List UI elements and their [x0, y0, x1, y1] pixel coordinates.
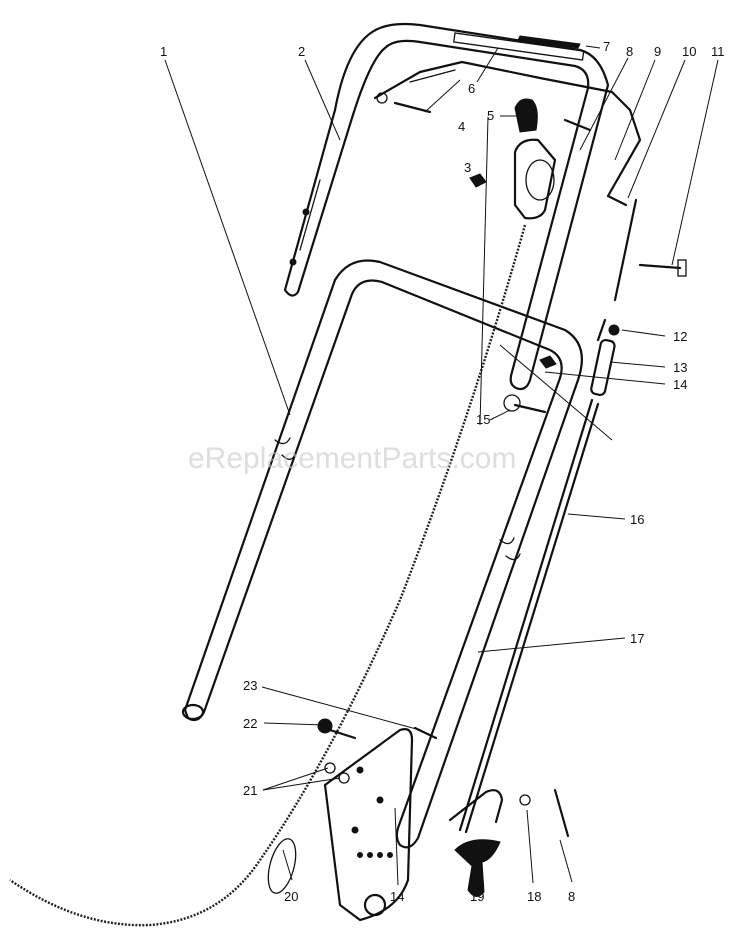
callout-23: 23: [243, 678, 257, 693]
callout-1: 1: [160, 44, 167, 59]
leader-lines: [164, 45, 719, 886]
callout-21: 21: [243, 783, 257, 798]
lower-handle: [181, 259, 583, 849]
callout-14-bottom: 14: [390, 889, 404, 904]
callout-labels: 1 2 3 4 5 6 7 8 9 10 11 12 13 14 15 16 1…: [160, 39, 725, 904]
callout-13: 13: [673, 360, 687, 375]
callout-14-top: 14: [673, 377, 687, 392]
callout-8-top: 8: [626, 44, 633, 59]
callout-22: 22: [243, 716, 257, 731]
callout-4: 4: [458, 119, 465, 134]
pivot-bracket: [448, 789, 531, 897]
callout-9: 9: [654, 44, 661, 59]
callout-11: 11: [711, 44, 725, 59]
bracket-plate: [323, 728, 414, 922]
callout-8-bottom: 8: [568, 889, 575, 904]
callout-12: 12: [673, 329, 687, 344]
decal: [453, 32, 585, 61]
upper-handle: [283, 22, 610, 391]
watermark: eReplacementParts.com: [188, 442, 516, 475]
control-rod: [596, 198, 638, 342]
throttle-control: [513, 98, 557, 220]
callout-2: 2: [298, 44, 305, 59]
callout-16: 16: [630, 512, 644, 527]
callout-7: 7: [603, 39, 610, 54]
control-bail: [373, 60, 642, 207]
callout-5: 5: [487, 108, 494, 123]
spring-and-link: [458, 324, 620, 834]
callout-17: 17: [630, 631, 644, 646]
callout-20: 20: [284, 889, 298, 904]
callout-3: 3: [464, 160, 471, 175]
fasteners: [317, 92, 687, 838]
callout-15: 15: [476, 412, 490, 427]
callout-19: 19: [470, 889, 484, 904]
callout-10: 10: [682, 44, 696, 59]
throttle-cable: [9, 224, 527, 927]
callout-6: 6: [468, 81, 475, 96]
callout-18: 18: [527, 889, 541, 904]
